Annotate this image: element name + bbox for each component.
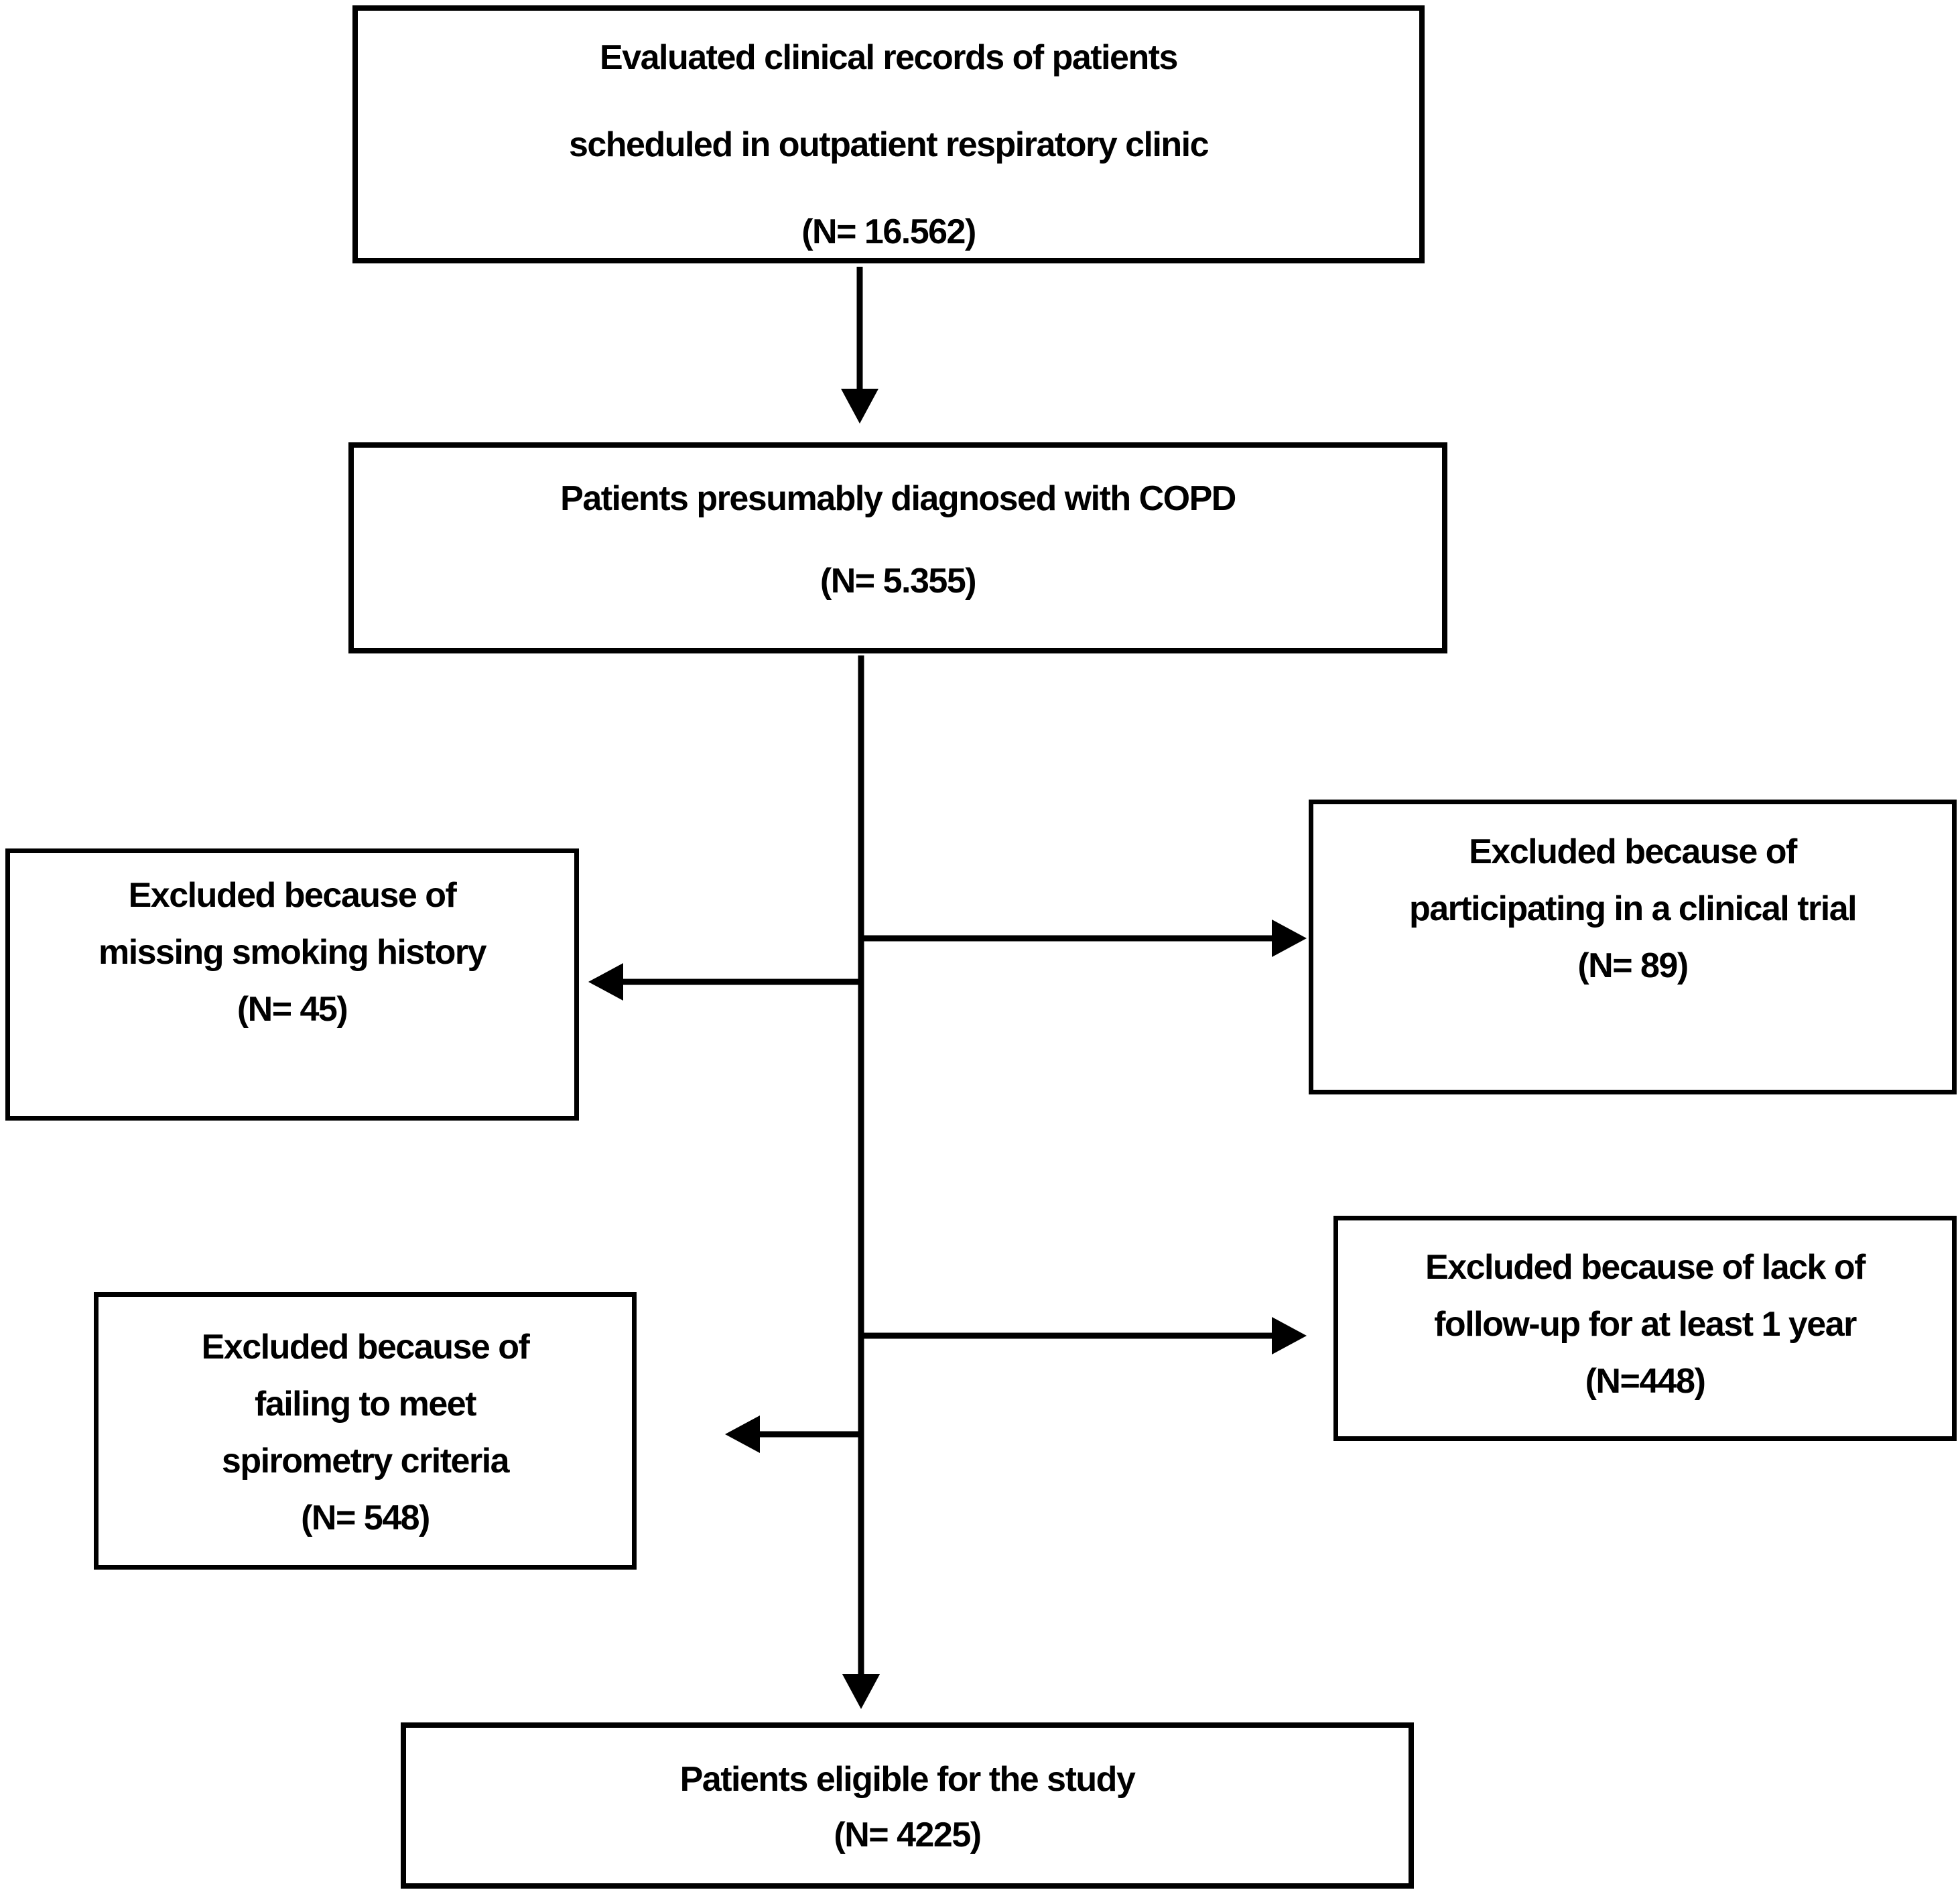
node-text-line: missing smoking history	[98, 933, 487, 972]
node-excluded-missing-smoking-history: Excluded because of missing smoking hist…	[5, 848, 579, 1121]
node-text-line: Excluded because of	[1469, 832, 1797, 871]
node-text-line: Patients presumably diagnosed with COPD	[560, 479, 1236, 518]
node-text-line: Excluded because of	[128, 876, 457, 915]
node-count-line: (N= 5.355)	[820, 562, 977, 601]
node-text-line: spirometry criteria	[221, 1442, 510, 1480]
node-count-line: (N= 45)	[237, 990, 348, 1029]
node-count-line: (N= 89)	[1577, 946, 1689, 985]
arrow-branch-to-trial-head	[1272, 920, 1307, 957]
node-excluded-lack-of-followup: Excluded because of lack of follow-up fo…	[1333, 1216, 1957, 1441]
node-text-line: Patients eligible for the study	[679, 1760, 1136, 1799]
arrow-branch-to-spirometry-head	[725, 1415, 760, 1453]
node-excluded-clinical-trial: Excluded because of participating in a c…	[1309, 800, 1957, 1094]
node-text-line: participating in a clinical trial	[1409, 889, 1857, 928]
node-text-line: scheduled in outpatient respiratory clin…	[568, 125, 1210, 164]
node-evaluated-records: Evaluated clinical records of patients s…	[352, 5, 1425, 263]
node-text-line: Excluded because of	[201, 1328, 530, 1367]
node-count-line: (N= 4225)	[834, 1816, 982, 1854]
arrow-branch-to-smoking-head	[588, 963, 623, 1001]
node-count-line: (N=448)	[1585, 1362, 1706, 1401]
arrow-evaluated-to-copd-head	[841, 389, 878, 424]
arrow-branch-to-followup-head	[1272, 1317, 1307, 1354]
node-text-line: Evaluated clinical records of patients	[600, 38, 1178, 77]
node-excluded-spirometry-criteria: Excluded because of failing to meet spir…	[94, 1292, 637, 1570]
node-text-line: failing to meet	[255, 1385, 476, 1424]
arrow-copd-to-eligible-head	[842, 1674, 880, 1709]
node-count-line: (N= 16.562)	[801, 212, 976, 251]
node-presumed-copd: Patients presumably diagnosed with COPD …	[348, 442, 1447, 653]
node-text-line: follow-up for at least 1 year	[1434, 1305, 1857, 1344]
node-text-line: Excluded because of lack of	[1425, 1248, 1866, 1287]
node-count-line: (N= 548)	[301, 1499, 430, 1537]
node-eligible-patients: Patients eligible for the study (N= 4225…	[401, 1722, 1414, 1889]
